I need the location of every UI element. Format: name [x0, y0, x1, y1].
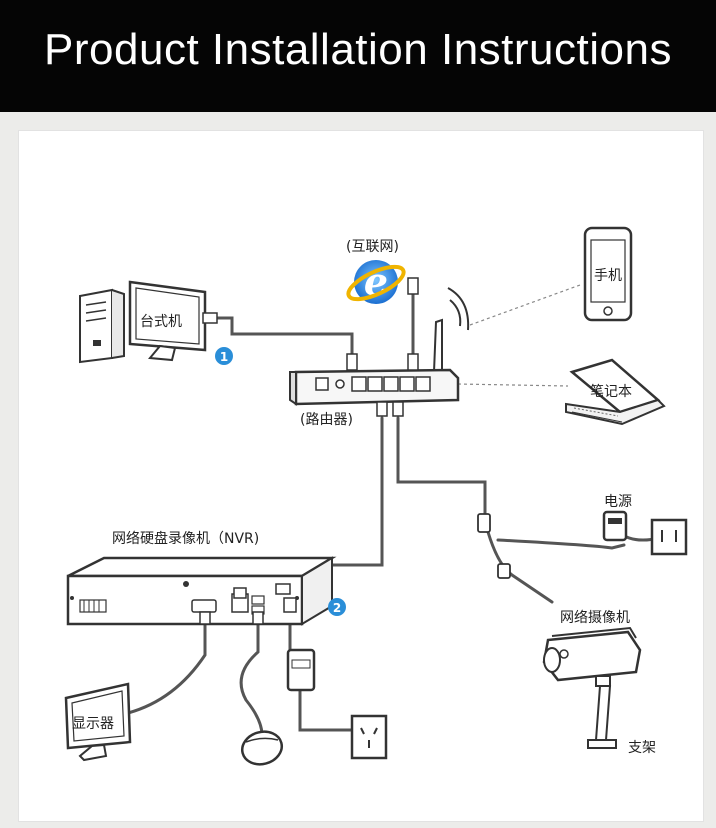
- internet-label: (互联网): [346, 239, 399, 255]
- wireless-links: [457, 284, 581, 387]
- laptop-icon: [565, 358, 666, 426]
- step-2-number: 2: [333, 601, 341, 615]
- monitor-icon: [64, 682, 132, 762]
- phone-label: 手机: [594, 268, 622, 284]
- router-camera-cable: [396, 416, 487, 522]
- wall-outlet-icon: [350, 714, 388, 760]
- desktop-label: 台式机: [140, 314, 182, 330]
- router-icon: [289, 287, 470, 417]
- desktop-computer-icon: [79, 280, 218, 364]
- power-socket-icon: [602, 510, 688, 556]
- bullet-camera-icon: [477, 513, 642, 749]
- step-1-number: 1: [220, 350, 228, 364]
- laptop-label: 笔记本: [590, 384, 632, 400]
- camera-power-cable: [496, 538, 626, 550]
- desktop-router-cable: [216, 316, 354, 367]
- page-title: Product Installation Instructions: [44, 25, 672, 74]
- nvr-label: 网络硬盘录像机（NVR): [112, 530, 259, 547]
- nvr-mouse-cable: [239, 620, 264, 737]
- header-bar: Product Installation Instructions: [0, 0, 716, 112]
- monitor-label: 显示器: [72, 716, 114, 732]
- smartphone-icon: [583, 226, 633, 322]
- power-label: 电源: [604, 494, 632, 510]
- camera-cable-a: [486, 530, 554, 604]
- nvr-recorder-icon: [66, 556, 337, 626]
- ie-logo-icon: e: [346, 259, 406, 304]
- adapter-outlet-cable: [298, 688, 354, 732]
- power-adapter-icon: [286, 648, 316, 692]
- camera-label: 网络摄像机: [560, 610, 630, 626]
- mouse-icon: [240, 730, 284, 766]
- router-label: (路由器): [300, 412, 353, 428]
- nvr-monitor-cable: [126, 620, 207, 715]
- bracket-label: 支架: [628, 740, 656, 756]
- step-1-badge: [215, 347, 233, 365]
- step-2-badge: [328, 598, 346, 616]
- internet-plug: [407, 277, 419, 295]
